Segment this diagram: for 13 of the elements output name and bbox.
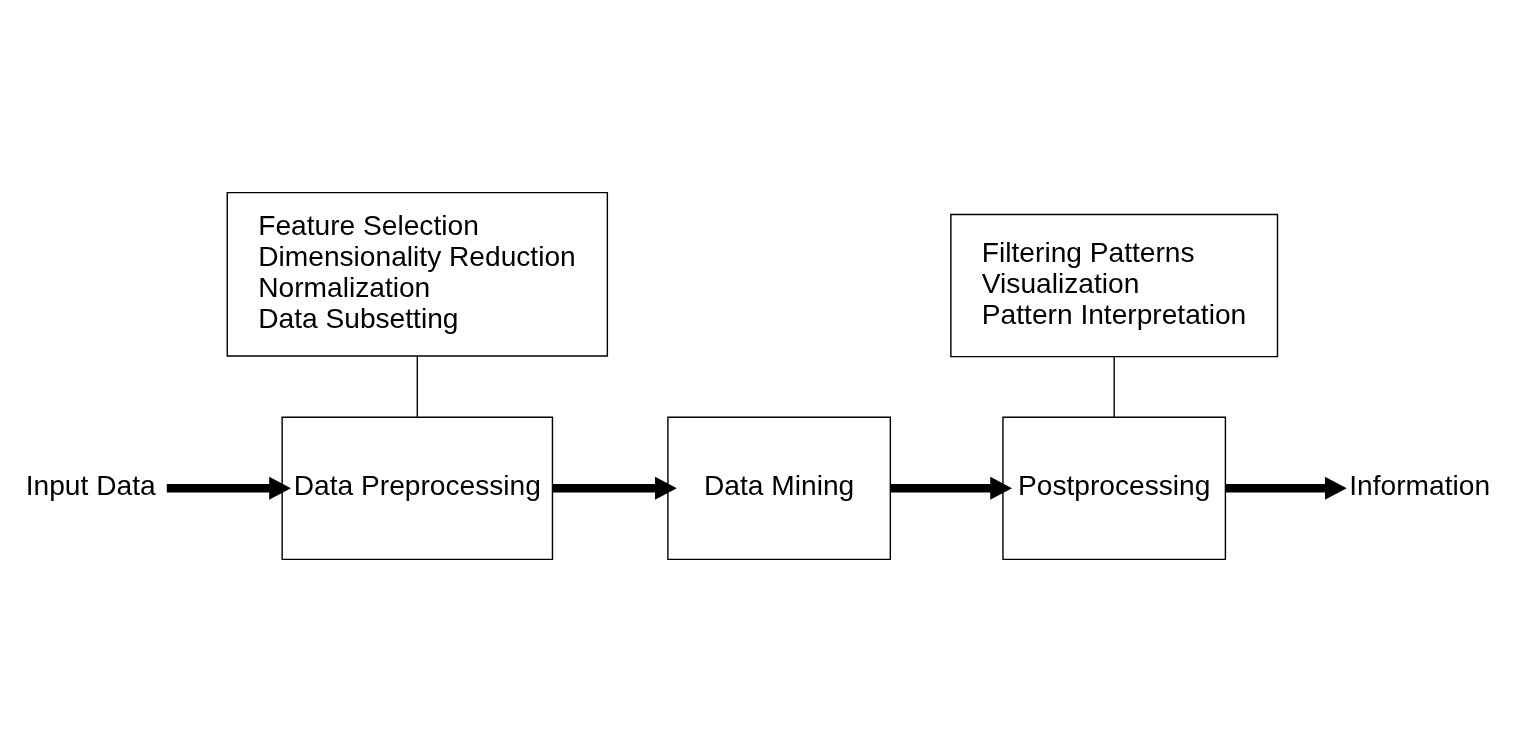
- arrow: [1225, 476, 1347, 500]
- arrow: [552, 476, 677, 500]
- node-text: Input Data: [25, 470, 156, 502]
- arrow: [166, 476, 291, 500]
- arrow: [890, 476, 1012, 500]
- node-box: Data Preprocessing: [281, 416, 554, 561]
- node-box: Feature Selection Dimensionality Reduction Normalization Data Subsetting: [226, 191, 609, 357]
- connector: [416, 355, 418, 418]
- node-box: Filtering Patterns Visualization Pattern Interpretation: [950, 213, 1279, 358]
- node-box: Data Mining: [667, 416, 892, 561]
- connector: [1113, 356, 1115, 418]
- node-box: Postprocessing: [1002, 416, 1227, 561]
- node-text: Information: [1349, 470, 1491, 502]
